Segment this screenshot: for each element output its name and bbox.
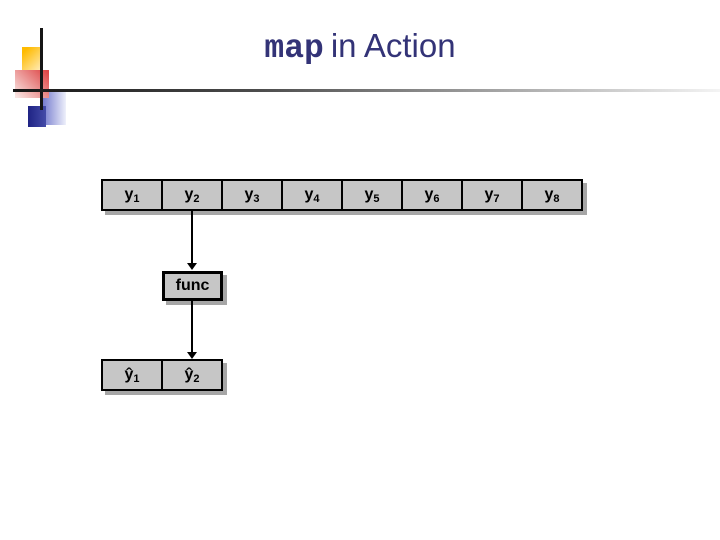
cell-label: y xyxy=(244,186,254,203)
output-cell-y1: ŷ1 xyxy=(101,359,163,391)
decor-red-square xyxy=(15,70,49,98)
input-cell-y4: y4 xyxy=(281,179,343,211)
output-cell-y2: ŷ2 xyxy=(161,359,223,391)
cell-subscript: 2 xyxy=(193,193,200,205)
input-cell-y7: y7 xyxy=(461,179,523,211)
arrow-input-to-func-head xyxy=(187,263,197,270)
decor-navy-square xyxy=(28,106,46,127)
cell-label: y xyxy=(544,186,554,203)
input-cell-y5: y5 xyxy=(341,179,403,211)
arrow-func-to-output-head xyxy=(187,352,197,359)
cell-label: y xyxy=(364,186,374,203)
cell-subscript: 6 xyxy=(433,193,440,205)
cell-label: y xyxy=(124,186,134,203)
title-rest-text: in Action xyxy=(330,27,456,64)
input-array-row: y1 y2 y3 y4 y5 y6 y7 y8 xyxy=(101,179,583,211)
title-code-word: map xyxy=(264,30,324,67)
input-cell-y8: y8 xyxy=(521,179,583,211)
input-cell-y2: y2 xyxy=(161,179,223,211)
cell-label: y xyxy=(424,186,434,203)
input-cell-y1: y1 xyxy=(101,179,163,211)
input-cell-y6: y6 xyxy=(401,179,463,211)
input-cell-y3: y3 xyxy=(221,179,283,211)
cell-subscript: 1 xyxy=(133,193,140,205)
cell-label: y xyxy=(484,186,494,203)
decor-vertical-line xyxy=(40,28,43,110)
decor-gold-square xyxy=(22,47,42,71)
cell-subscript: 3 xyxy=(253,193,260,205)
cell-label: ŷ xyxy=(184,366,194,383)
cell-subscript: 1 xyxy=(133,373,140,385)
cell-subscript: 2 xyxy=(193,373,200,385)
arrow-input-to-func-line xyxy=(191,211,193,263)
output-array-row: ŷ1 ŷ2 xyxy=(101,359,223,391)
cell-label: y xyxy=(184,186,194,203)
func-box: func xyxy=(162,271,223,301)
cell-label: y xyxy=(304,186,314,203)
cell-subscript: 8 xyxy=(553,193,560,205)
cell-label: ŷ xyxy=(124,366,134,383)
cell-subscript: 7 xyxy=(493,193,500,205)
decor-lightblue-square xyxy=(43,92,66,125)
cell-subscript: 4 xyxy=(313,193,320,205)
title-divider-rule xyxy=(13,89,720,92)
cell-subscript: 5 xyxy=(373,193,380,205)
arrow-func-to-output-line xyxy=(191,301,193,352)
